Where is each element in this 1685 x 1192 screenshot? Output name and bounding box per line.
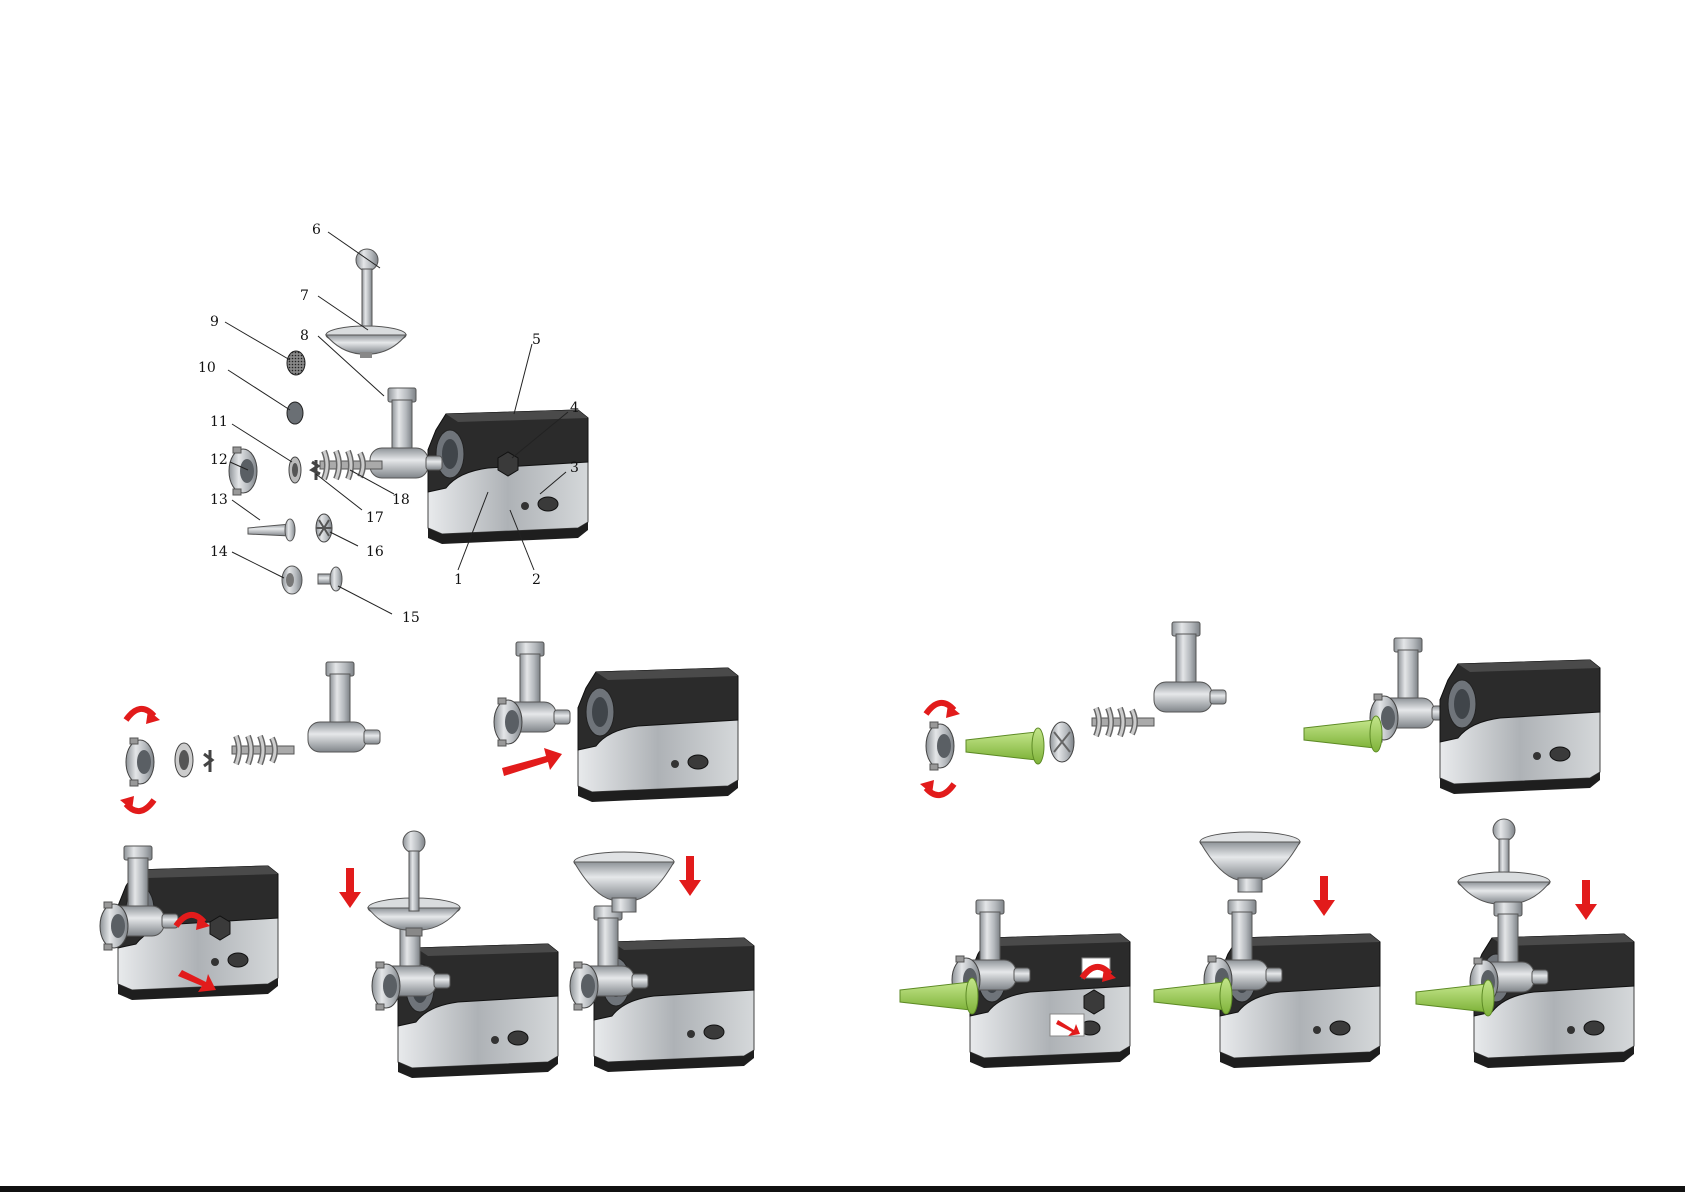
label-13: 13 [210, 492, 228, 508]
rotate-arrow-bottom [120, 796, 154, 811]
step1-locking-ring [126, 738, 154, 786]
s1-green-cone [966, 728, 1044, 764]
s1-rotate-bottom [920, 780, 954, 795]
label-6: 6 [312, 222, 321, 238]
fine-plate [287, 351, 305, 375]
mincer-assembly-step-4 [339, 831, 558, 1078]
label-9: 9 [210, 314, 219, 330]
kebbe-attachment [282, 566, 302, 594]
mincer-assembly-step-3 [100, 846, 278, 1000]
step1-head [308, 662, 380, 752]
mincer-assembly-step-1 [120, 662, 380, 811]
step5-down-arrow [679, 856, 701, 896]
label-15: 15 [402, 610, 420, 626]
label-12: 12 [210, 452, 228, 468]
s1-worm [1092, 708, 1154, 736]
s2-motor [1440, 660, 1600, 794]
sausage-tube-small [318, 567, 342, 591]
motor-housing [428, 410, 588, 544]
sausage-cone [248, 519, 295, 541]
label-2: 2 [532, 572, 541, 588]
s1-ring [926, 722, 954, 770]
label-1: 1 [454, 572, 463, 588]
exploded-view: 6 7 8 9 10 11 12 13 14 15 16 17 18 5 4 3… [198, 222, 588, 626]
coarse-plate [287, 402, 303, 424]
s4-down-arrow [1313, 876, 1335, 916]
step1-blade [204, 750, 212, 772]
label-16: 16 [366, 544, 384, 560]
bottom-edge-bar [0, 1186, 1685, 1192]
sausage-assembly-step-2 [1304, 638, 1600, 794]
mincer-assembly-step-5 [570, 852, 754, 1072]
s1-head [1154, 622, 1226, 712]
s1-rotate-top [926, 703, 960, 718]
feeding-tray [326, 326, 406, 358]
s5-down-arrow [1575, 880, 1597, 920]
step1-worm [232, 736, 294, 764]
s3-green-cone [900, 978, 978, 1014]
label-3: 3 [570, 460, 579, 476]
s1-separator [1050, 722, 1074, 762]
step5-funnel [574, 852, 674, 912]
step4-motor [398, 944, 558, 1078]
blade [312, 460, 320, 480]
s2-green-cone [1304, 716, 1382, 752]
sausage-assembly-step-3 [900, 900, 1130, 1068]
label-14: 14 [210, 544, 228, 560]
label-8: 8 [300, 328, 309, 344]
insert-arrow [502, 748, 562, 776]
step1-plate [175, 743, 193, 777]
label-10: 10 [198, 360, 216, 376]
pusher [356, 249, 378, 329]
label-17: 17 [366, 510, 384, 526]
sausage-assembly-step-5 [1416, 819, 1634, 1068]
kebbe-cone [316, 514, 332, 542]
sausage-assembly-step-4 [1154, 832, 1380, 1068]
s4-funnel [1200, 832, 1300, 892]
label-7: 7 [300, 288, 309, 304]
label-11: 11 [210, 414, 228, 430]
mincer-assembly-step-2 [494, 642, 738, 802]
s5-green-cone [1416, 980, 1494, 1016]
label-4: 4 [570, 400, 579, 416]
locking-ring [229, 447, 257, 495]
label-5: 5 [532, 332, 541, 348]
label-18: 18 [392, 492, 410, 508]
step4-down-arrow [339, 868, 361, 908]
s4-green-cone [1154, 978, 1232, 1014]
rotate-arrow-top [126, 709, 160, 724]
sausage-assembly-step-1 [920, 622, 1226, 795]
step2-motor [578, 668, 738, 802]
